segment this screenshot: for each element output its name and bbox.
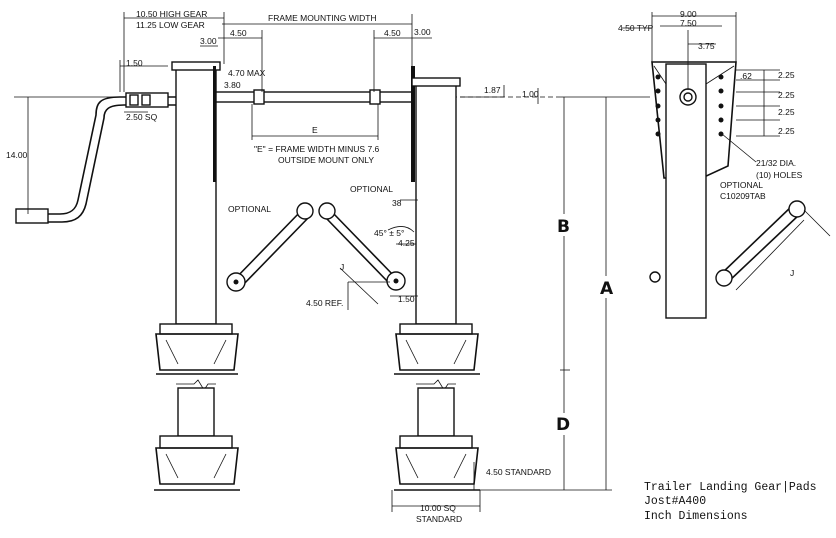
left-leg [154, 61, 240, 491]
dim-4-50-standard: 4.50 STANDARD [486, 467, 551, 477]
dim-62: .62 [740, 71, 752, 81]
dim-e: E [312, 125, 318, 135]
dim-14-00: 14.00 [6, 150, 28, 160]
dimension-text: 10.50 HIGH GEAR 11.25 LOW GEAR FRAME MOU… [6, 9, 803, 524]
label-a: A [600, 279, 614, 299]
dim-4-50-right: 4.50 [384, 28, 401, 38]
dim-1-50-bottom: 1.50 [398, 294, 415, 304]
part-number: C10209TAB [720, 191, 766, 201]
dim-high-gear: 10.50 HIGH GEAR [136, 9, 207, 19]
side-view [649, 61, 806, 319]
dim-2-25-b: 2.25 [778, 90, 795, 100]
dim-3-00-left: 3.00 [200, 36, 217, 46]
dim-3-75: 3.75 [698, 41, 715, 51]
caption-line2: Jost#A400 [644, 495, 706, 508]
dim-1-00: 1.00 [522, 89, 539, 99]
dim-4-25: 4.25 [398, 238, 415, 248]
dim-j-left: J [340, 262, 344, 272]
dim-10-00-sq: 10.00 SQ [420, 503, 456, 513]
dim-2-50-sq: 2.50 SQ [126, 112, 158, 122]
dim-2-25-d: 2.25 [778, 126, 795, 136]
optional-bracing [226, 202, 406, 292]
label-optional-mid: OPTIONAL [350, 184, 393, 194]
label-d: D [556, 415, 570, 435]
dim-low-gear: 11.25 LOW GEAR [136, 20, 205, 30]
caption: Trailer Landing Gear|Pads Jost#A400 Inch… [644, 481, 817, 523]
holes-line2: (10) HOLES [756, 170, 803, 180]
dim-7-50: 7.50 [680, 18, 697, 28]
dim-3-00-right: 3.00 [414, 27, 431, 37]
dim-frame-mounting-width: FRAME MOUNTING WIDTH [268, 13, 377, 23]
right-leg [394, 77, 480, 491]
dim-2-25-c: 2.25 [778, 107, 795, 117]
dim-1-50-top: 1.50 [126, 58, 143, 68]
label-optional-right: OPTIONAL [720, 180, 763, 190]
label-optional-left: OPTIONAL [228, 204, 271, 214]
dim-4-50-left: 4.50 [230, 28, 247, 38]
e-note-line1: "E" = FRAME WIDTH MINUS 7.6 [254, 144, 380, 154]
dim-38: 38 [392, 198, 402, 208]
crank-handle [15, 92, 176, 224]
dim-4-70-max: 4.70 MAX [228, 68, 266, 78]
dim-j-right: J [790, 268, 794, 278]
dim-2-25-a: 2.25 [778, 70, 795, 80]
dim-9-00: 9.00 [680, 9, 697, 19]
holes-line1: 21/32 DIA. [756, 158, 796, 168]
e-note-line2: OUTSIDE MOUNT ONLY [278, 155, 374, 165]
dim-3-80: 3.80 [224, 80, 241, 90]
caption-line3: Inch Dimensions [644, 510, 748, 523]
height-labels: B A D [552, 214, 620, 435]
dim-1-87: 1.87 [484, 85, 501, 95]
cross-shaft [215, 66, 560, 182]
dim-4-50-typ: 4.50 TYP [618, 23, 654, 33]
dim-4-50-ref: 4.50 REF. [306, 298, 343, 308]
label-b: B [557, 217, 570, 237]
caption-line1: Trailer Landing Gear|Pads [644, 481, 817, 494]
dim-standard: STANDARD [416, 514, 462, 524]
dim-angle: 45° ± 5° [374, 228, 404, 238]
